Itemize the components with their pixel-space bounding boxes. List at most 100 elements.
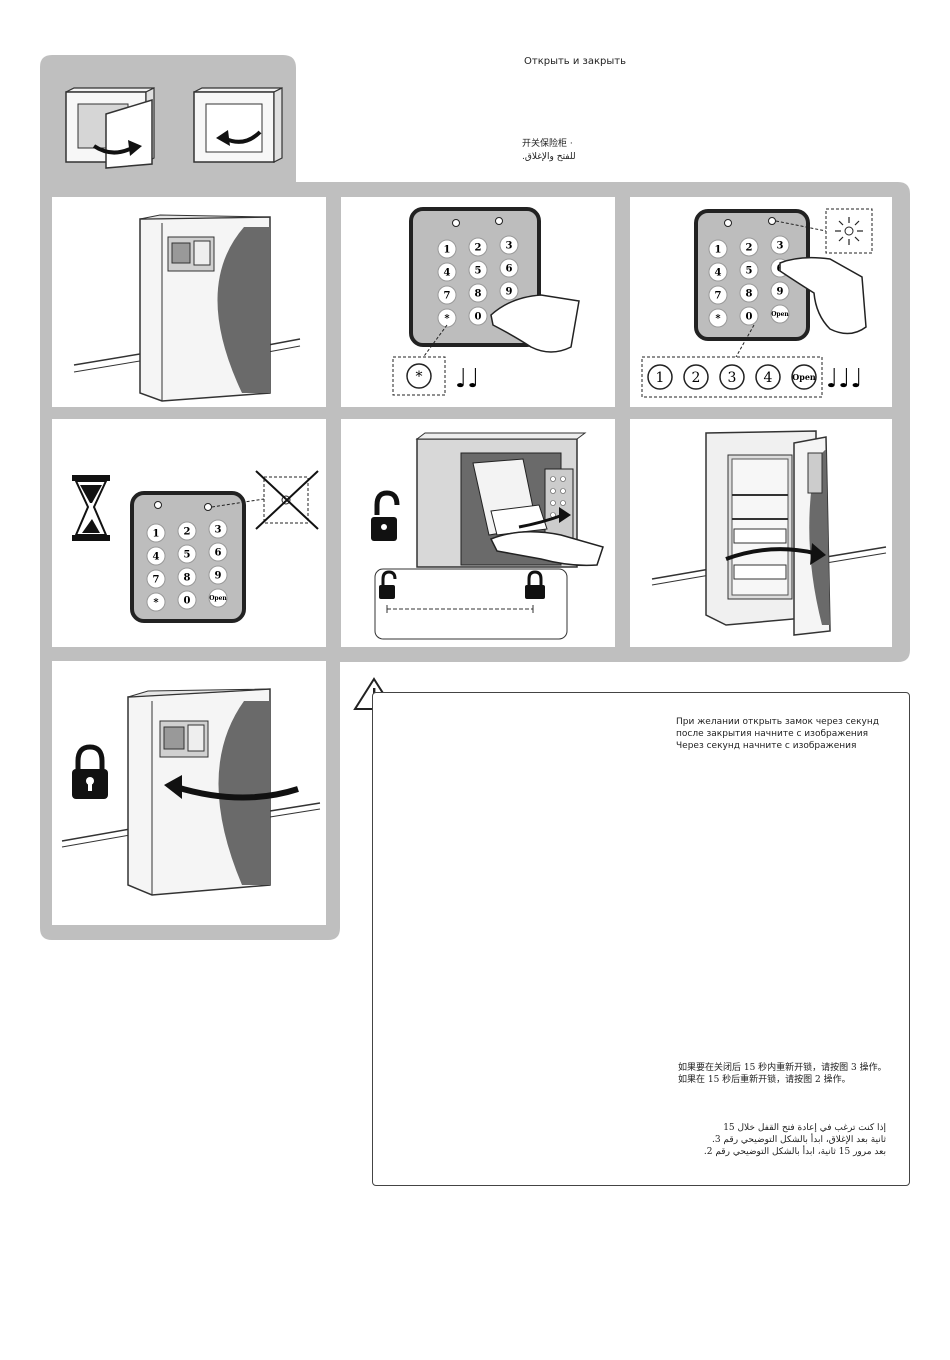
keypad-key-label: 2 (746, 243, 753, 254)
keypad-key-label: * (715, 314, 721, 325)
code-key-label: 3 (728, 370, 737, 386)
keypad-key-label: 5 (184, 550, 191, 561)
warning-ru-line-2: после закрытия начните с изображения (676, 729, 869, 739)
keypad-key-label: * (153, 598, 159, 609)
keypad-key (770, 235, 790, 255)
keypad-key-label: 4 (153, 552, 160, 563)
keypad-key-label: Open (771, 311, 789, 318)
safe-opening-icon (65, 87, 155, 169)
keypad-key (437, 308, 457, 328)
keypad-key (177, 544, 197, 564)
hourglass-icon (72, 475, 110, 541)
keypad-key (468, 306, 488, 326)
keypad-key-label: 3 (506, 241, 513, 252)
code-key (647, 364, 673, 390)
keypad-key (468, 283, 488, 303)
keypad-key-label: 0 (746, 312, 753, 323)
title-ru: Открыть и закрыть (524, 56, 627, 67)
locked-padlock-small-icon (525, 570, 545, 599)
keypad-key (708, 308, 728, 328)
keypad-key (208, 588, 228, 608)
keypad-key (499, 258, 519, 278)
keypad-key-label: 9 (215, 571, 222, 582)
code-key (755, 364, 781, 390)
keypad-key (468, 237, 488, 257)
keypad-key (770, 281, 790, 301)
keypad-key (739, 237, 759, 257)
beep-notes-icon: ♩♩♩ (826, 364, 863, 394)
step-safe-closed (52, 197, 326, 407)
keypad-key-label: 6 (215, 548, 222, 559)
keypad-key-label: 2 (475, 243, 482, 254)
title-zh: 开关保险柜 · (522, 139, 573, 149)
code-key (791, 364, 817, 390)
code-key (719, 364, 745, 390)
keypad-key (739, 260, 759, 280)
safe-open-illustration (651, 430, 887, 636)
keypad-key-label: 8 (475, 289, 482, 300)
keypad-key-label: 0 (475, 312, 482, 323)
keypad-key-label: 5 (475, 266, 482, 277)
keypad-key (770, 304, 790, 324)
keypad-key-label: 3 (215, 525, 222, 536)
keypad-key-label: 1 (153, 529, 160, 540)
keypad-key (146, 592, 166, 612)
keypad-key-label: * (444, 314, 450, 325)
keypad-key (208, 565, 228, 585)
safe-closed-illustration (73, 214, 301, 402)
keypad-key-label: 4 (444, 268, 451, 279)
warning-zh-line-2: 如果在 15 秒后重新开锁，请按图 2 操作。 (678, 1075, 851, 1085)
warning-ar-line-3: بعد مرور 15 ثانية، ابدأ بالشكل التوضيحي … (703, 1147, 886, 1157)
warning-ru-line-3: Через секунд начните с изображения (676, 741, 857, 751)
keypad-key-label: 2 (184, 527, 191, 538)
keypad-key (468, 260, 488, 280)
keypad-key (146, 546, 166, 566)
led-blink-icon (825, 208, 873, 254)
keypad-key (708, 285, 728, 305)
locked-padlock-icon (72, 744, 108, 799)
keypad-key-label: 4 (715, 268, 722, 279)
warning-ar-line-2: ثانية بعد الإغلاق، ابدأ بالشكل التوضيحي … (711, 1135, 886, 1145)
keypad-key (146, 523, 166, 543)
keypad-key (177, 521, 197, 541)
keypad-key-label: 6 (506, 264, 513, 275)
keypad-key (146, 569, 166, 589)
code-key-label: 2 (692, 370, 701, 386)
star-key-callout: * (416, 369, 423, 385)
keypad-key-label: 3 (777, 241, 784, 252)
keypad-key-label: 7 (715, 291, 722, 302)
keypad-key-label: 1 (715, 245, 722, 256)
keypad-key (708, 239, 728, 259)
beep-notes-icon: ♩♩ (455, 364, 480, 394)
code-key-label: 1 (656, 370, 665, 386)
keypad-key (208, 542, 228, 562)
keypad-key (708, 262, 728, 282)
keypad-key-label: 8 (184, 573, 191, 584)
step-close-lock (52, 661, 326, 925)
warning-ru-line-1: При желании открыть замок через секунд (676, 717, 879, 727)
keypad-key (437, 285, 457, 305)
warning-ar-line-1: إذا كنت ترغب في إعادة فتح القفل خلال 15 (723, 1123, 886, 1133)
code-key-label: 4 (764, 370, 773, 386)
keypad-key (499, 235, 519, 255)
title-ar: للفتح والإغلاق. (522, 152, 576, 162)
keypad-key-label: 5 (746, 266, 753, 277)
safe-lock-illustration (61, 688, 321, 896)
handle-turn-illustration (371, 432, 604, 640)
keypad-key (177, 590, 197, 610)
keypad-key-label: 9 (506, 287, 513, 298)
keypad-key (208, 519, 228, 539)
keypad-key (437, 262, 457, 282)
keypad-key-label: Open (209, 595, 227, 602)
unlocked-padlock-small-icon (379, 570, 397, 599)
keypad-key-label: 0 (184, 596, 191, 607)
keypad-key-label: 1 (444, 245, 451, 256)
keypad-key (739, 283, 759, 303)
code-key (683, 364, 709, 390)
keypad-key-label: 9 (777, 287, 784, 298)
